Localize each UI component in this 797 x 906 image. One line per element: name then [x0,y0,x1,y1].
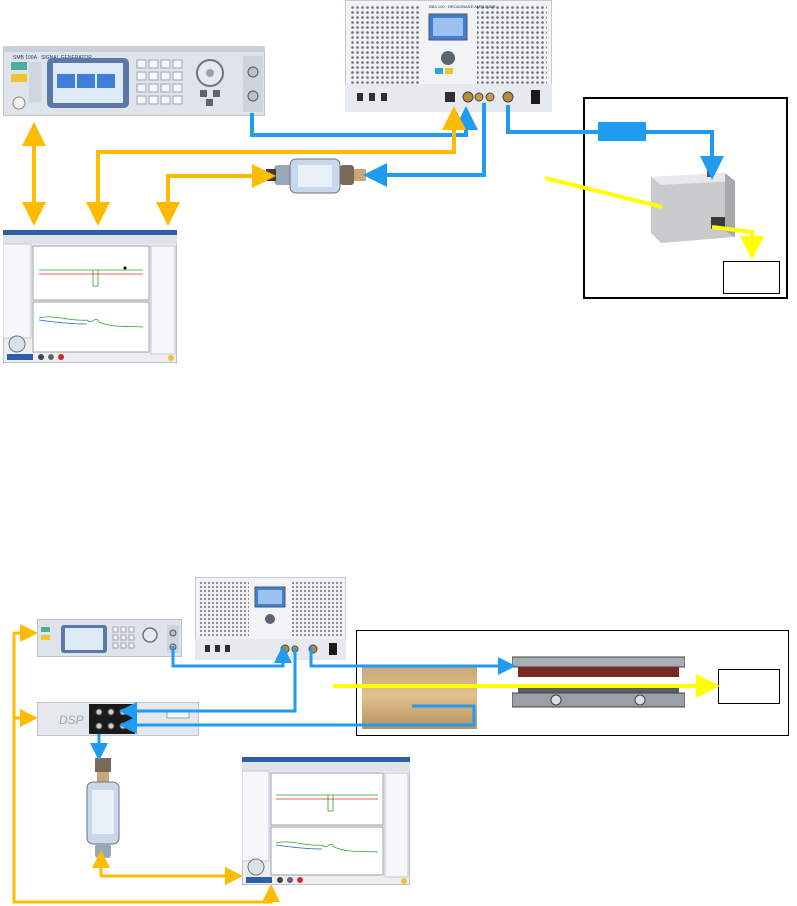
dsp-label: DSP [59,713,84,727]
signal-generator-top: SMB 100A · SIGNAL GENERATOR [2,45,266,117]
cavity-setup-frame [583,97,788,299]
rf-cable-gen-to-amp-b [171,645,292,668]
rf-cable-amp-to-dsp [119,648,297,720]
control-bus-left [12,632,280,904]
beam-structure [511,655,686,711]
control-link-software-amp [86,106,466,226]
software-window-top [2,229,178,364]
control-link-sensor-software [92,850,243,885]
control-link-software-sensor [156,164,276,226]
rf-attenuator [598,122,646,141]
connections-top [22,103,764,260]
signal-generator-bottom [36,618,183,658]
amplifier-icon [194,576,347,661]
beam-out-cavity [711,225,764,260]
signal-generator-icon [36,618,183,658]
amplifier-top: BBA 100 · BROADBAND AMPLIFIER [344,0,553,113]
rf-cable-amp-to-structure [309,647,516,675]
amplifier-bottom [194,576,347,661]
beam-in-cavity [544,176,663,209]
beam-structure-icon [511,656,686,708]
software-window-icon [241,756,411,886]
beam-pipe-photo [362,667,477,729]
software-window-bottom [241,756,411,886]
signal-generator-icon: SMB 100A · SIGNAL GENERATOR [2,45,266,117]
rf-cable-pickup-to-dsp [119,704,476,734]
amp-brand-text: BBA 100 · BROADBAND AMPLIFIER [429,4,496,9]
load-box-top [723,261,780,294]
amplifier-icon: BBA 100 · BROADBAND AMPLIFIER [344,0,553,113]
beam-setup-frame [356,630,789,736]
software-window-icon [2,229,178,364]
